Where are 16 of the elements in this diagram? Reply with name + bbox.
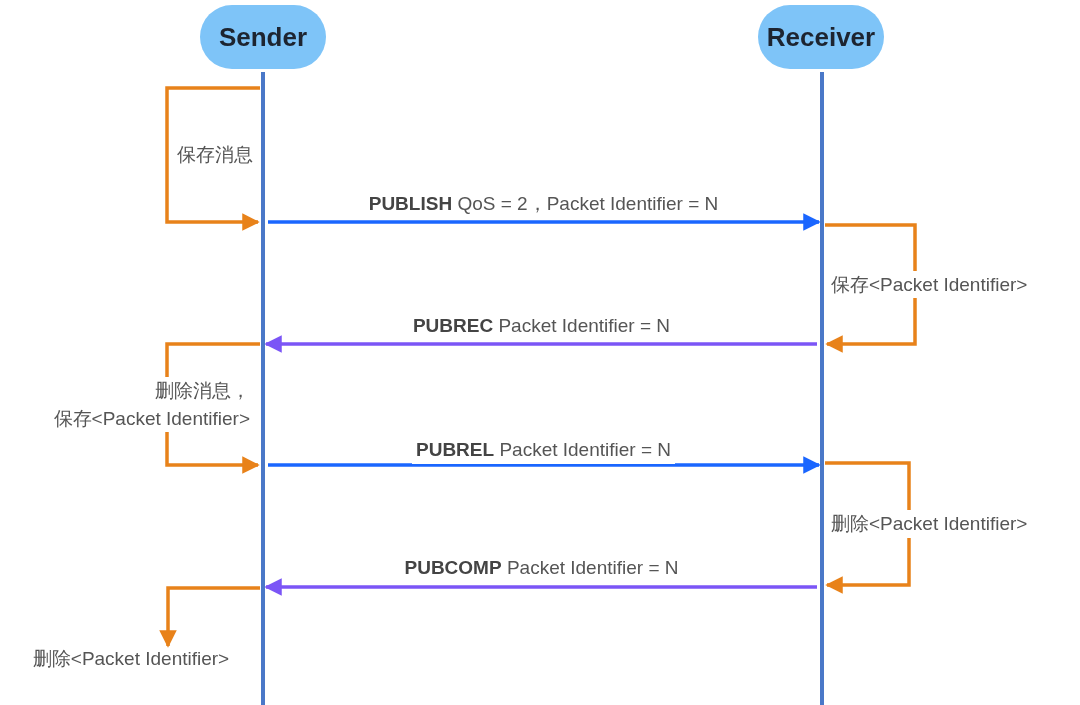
arrow bbox=[825, 461, 911, 594]
lifeline bbox=[261, 72, 265, 705]
arrow bbox=[159, 586, 260, 648]
edge-label: 删除<Packet Identifier> bbox=[829, 510, 1030, 538]
edge-label: 删除消息，保存<Packet Identifier> bbox=[51, 376, 252, 433]
note-text: 删除<Packet Identifier> bbox=[5, 646, 257, 672]
arrow bbox=[264, 578, 817, 596]
arrow bbox=[165, 86, 260, 231]
arrow bbox=[268, 456, 821, 474]
lifeline bbox=[820, 72, 824, 705]
arrow bbox=[825, 223, 917, 353]
participant-box: Receiver bbox=[758, 5, 884, 69]
arrow bbox=[264, 335, 817, 353]
arrow bbox=[268, 213, 821, 231]
participant-box: Sender bbox=[200, 5, 326, 69]
edge-label: 保存<Packet Identifier> bbox=[829, 270, 1030, 299]
